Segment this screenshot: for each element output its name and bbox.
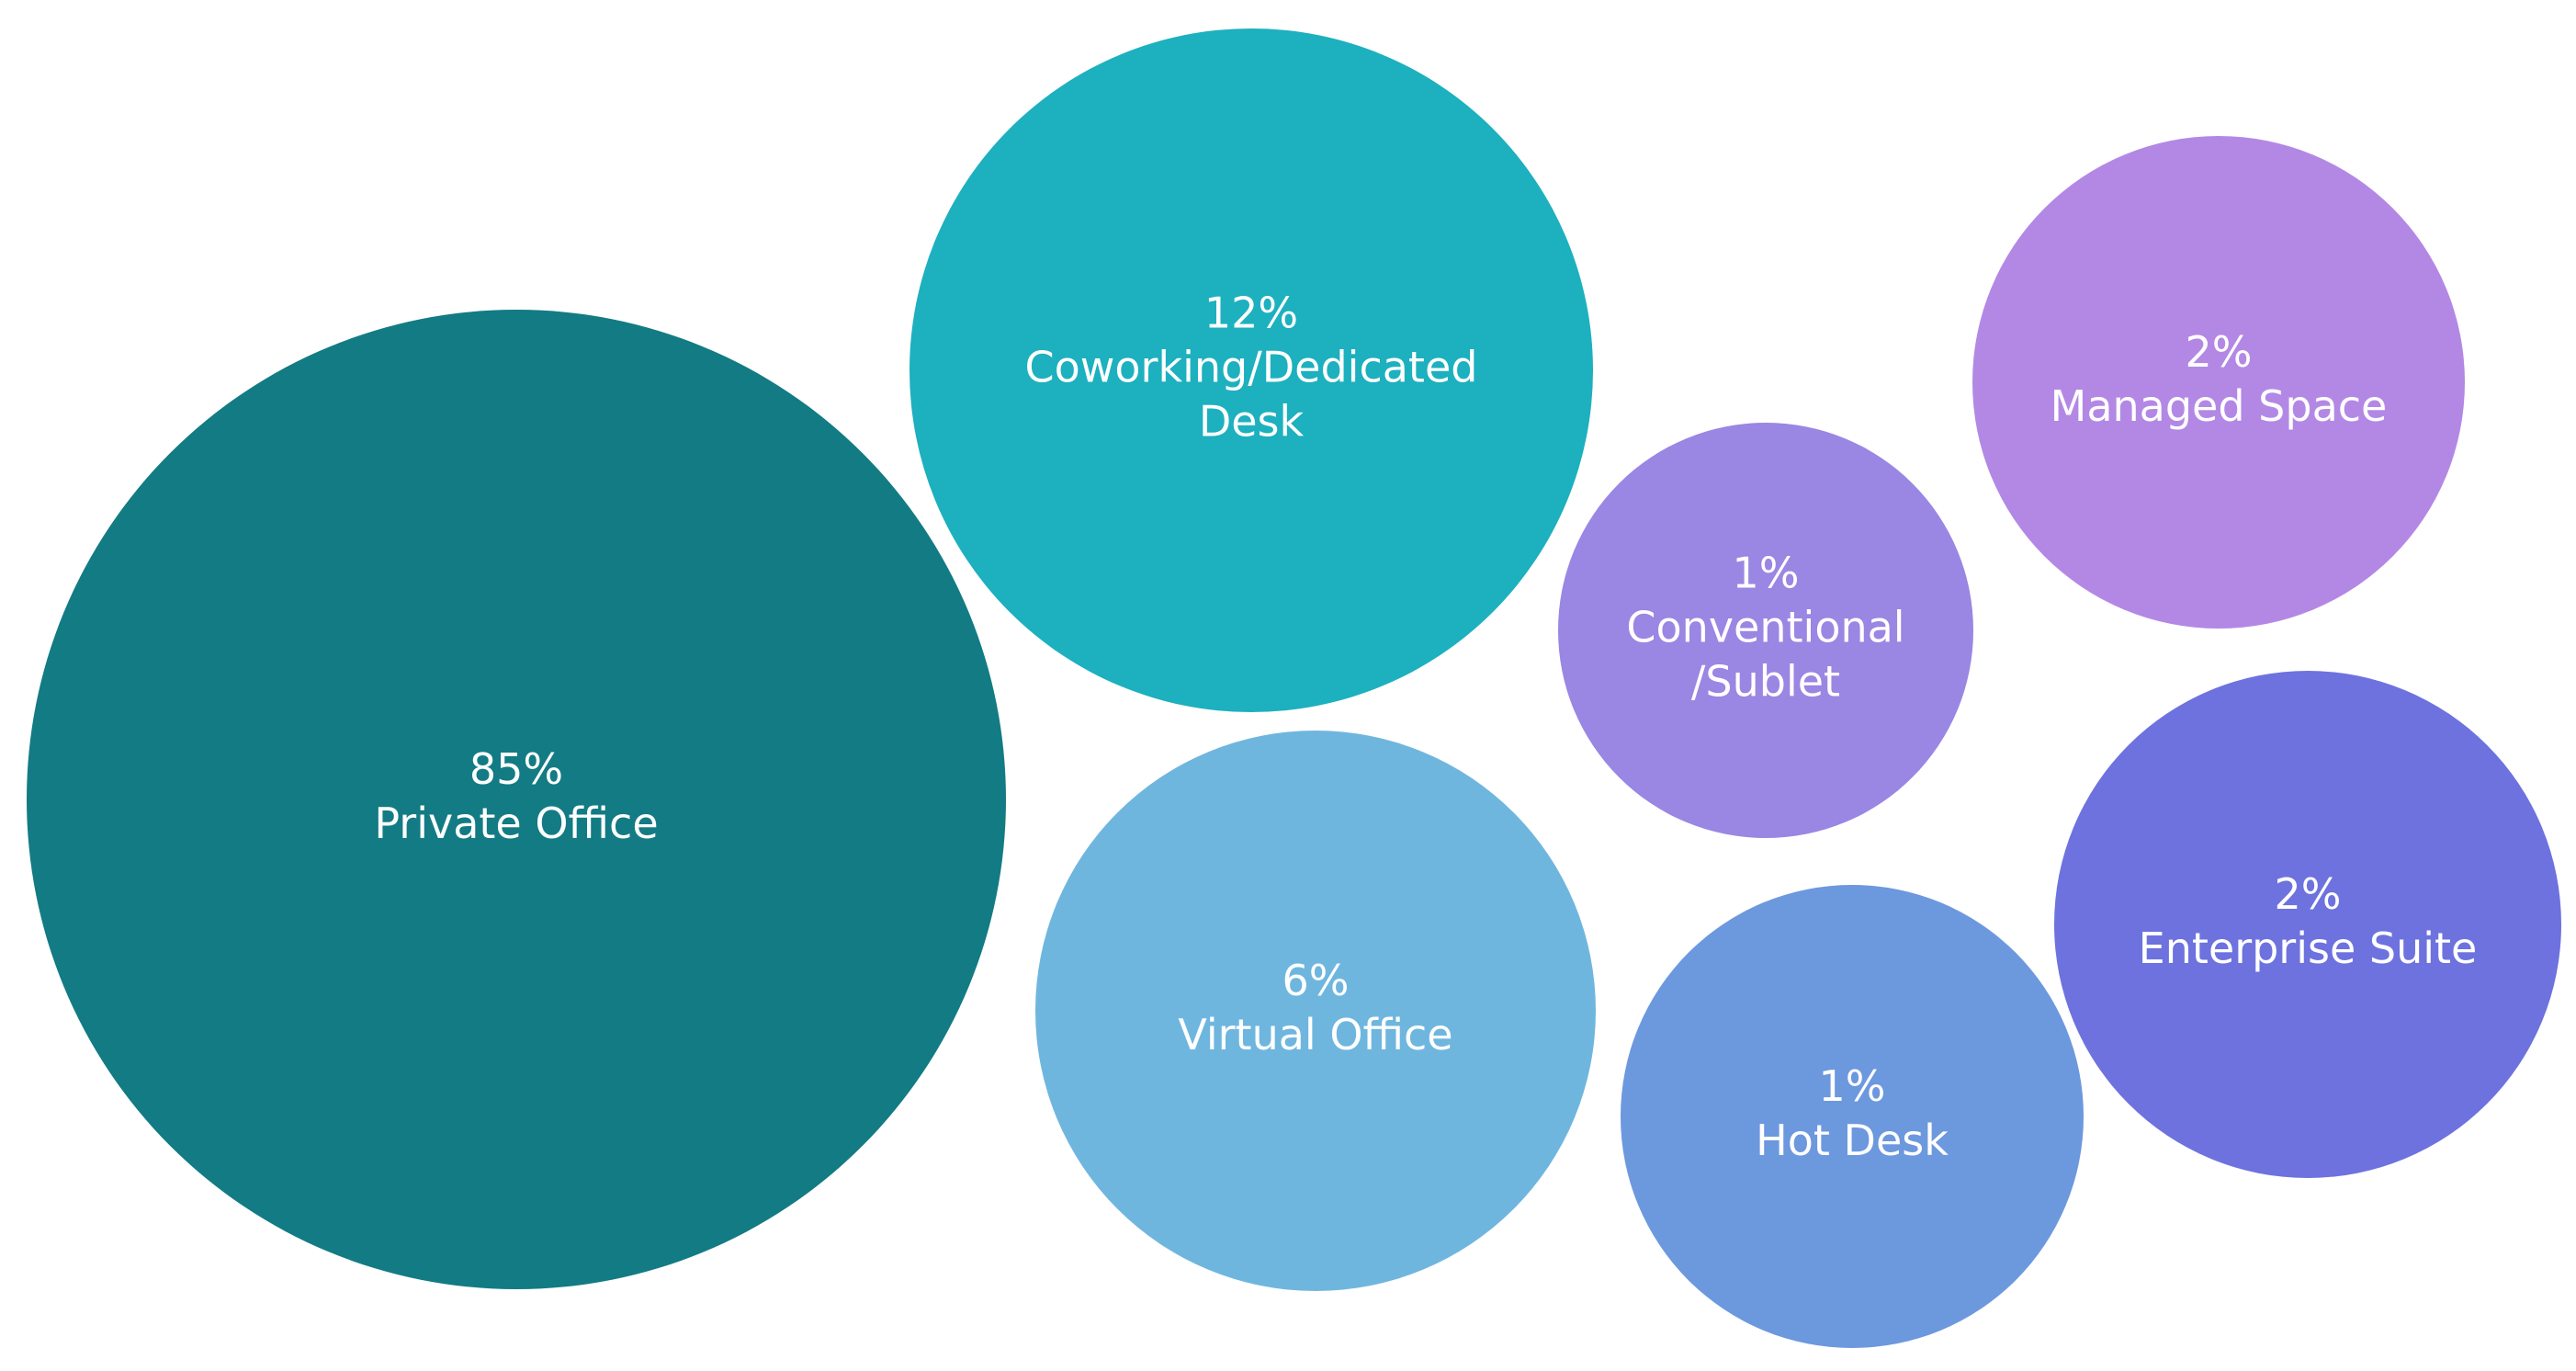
bubble-circle-private-office (27, 310, 1006, 1289)
bubble-label-managed-space: Managed Space (2051, 381, 2388, 431)
bubble-label-coworking-dedicated-desk: Desk (1199, 397, 1305, 447)
bubble-label-conventional-sublet: Conventional (1626, 603, 1904, 652)
bubble-percent-hot-desk: 1% (1819, 1061, 1886, 1111)
bubble-circle-hot-desk (1621, 885, 2084, 1348)
bubble-label-coworking-dedicated-desk: Coworking/Dedicated (1025, 343, 1478, 392)
bubble-percent-conventional-sublet: 1% (1733, 549, 1800, 598)
bubble-circle-virtual-office (1035, 731, 1596, 1291)
bubble-label-virtual-office: Virtual Office (1178, 1010, 1452, 1059)
bubble-percent-managed-space: 2% (2186, 327, 2253, 377)
bubble-percent-coworking-dedicated-desk: 12% (1204, 289, 1298, 338)
bubble-percent-virtual-office: 6% (1282, 956, 1350, 1005)
bubble-private-office: 85% Private Office (27, 310, 1006, 1289)
bubble-circle-coworking-dedicated-desk (910, 28, 1593, 712)
bubble-label-private-office: Private Office (374, 799, 658, 848)
bubble-percent-private-office: 85% (469, 744, 563, 794)
bubble-virtual-office: 6% Virtual Office (1035, 731, 1596, 1291)
bubble-circle-managed-space (1972, 136, 2465, 629)
bubble-circle-conventional-sublet (1558, 423, 1973, 838)
bubble-circle-enterprise-suite (2054, 671, 2561, 1178)
bubble-percent-enterprise-suite: 2% (2275, 869, 2342, 919)
bubble-label-enterprise-suite: Enterprise Suite (2139, 923, 2478, 973)
bubble-conventional-sublet: 1% Conventional/Sublet (1558, 423, 1973, 838)
bubble-label-conventional-sublet: /Sublet (1691, 657, 1840, 707)
bubble-hot-desk: 1% Hot Desk (1621, 885, 2084, 1348)
bubble-enterprise-suite: 2%Enterprise Suite (2054, 671, 2561, 1178)
bubble-label-hot-desk: Hot Desk (1756, 1116, 1949, 1165)
bubble-managed-space: 2%Managed Space (1972, 136, 2465, 629)
